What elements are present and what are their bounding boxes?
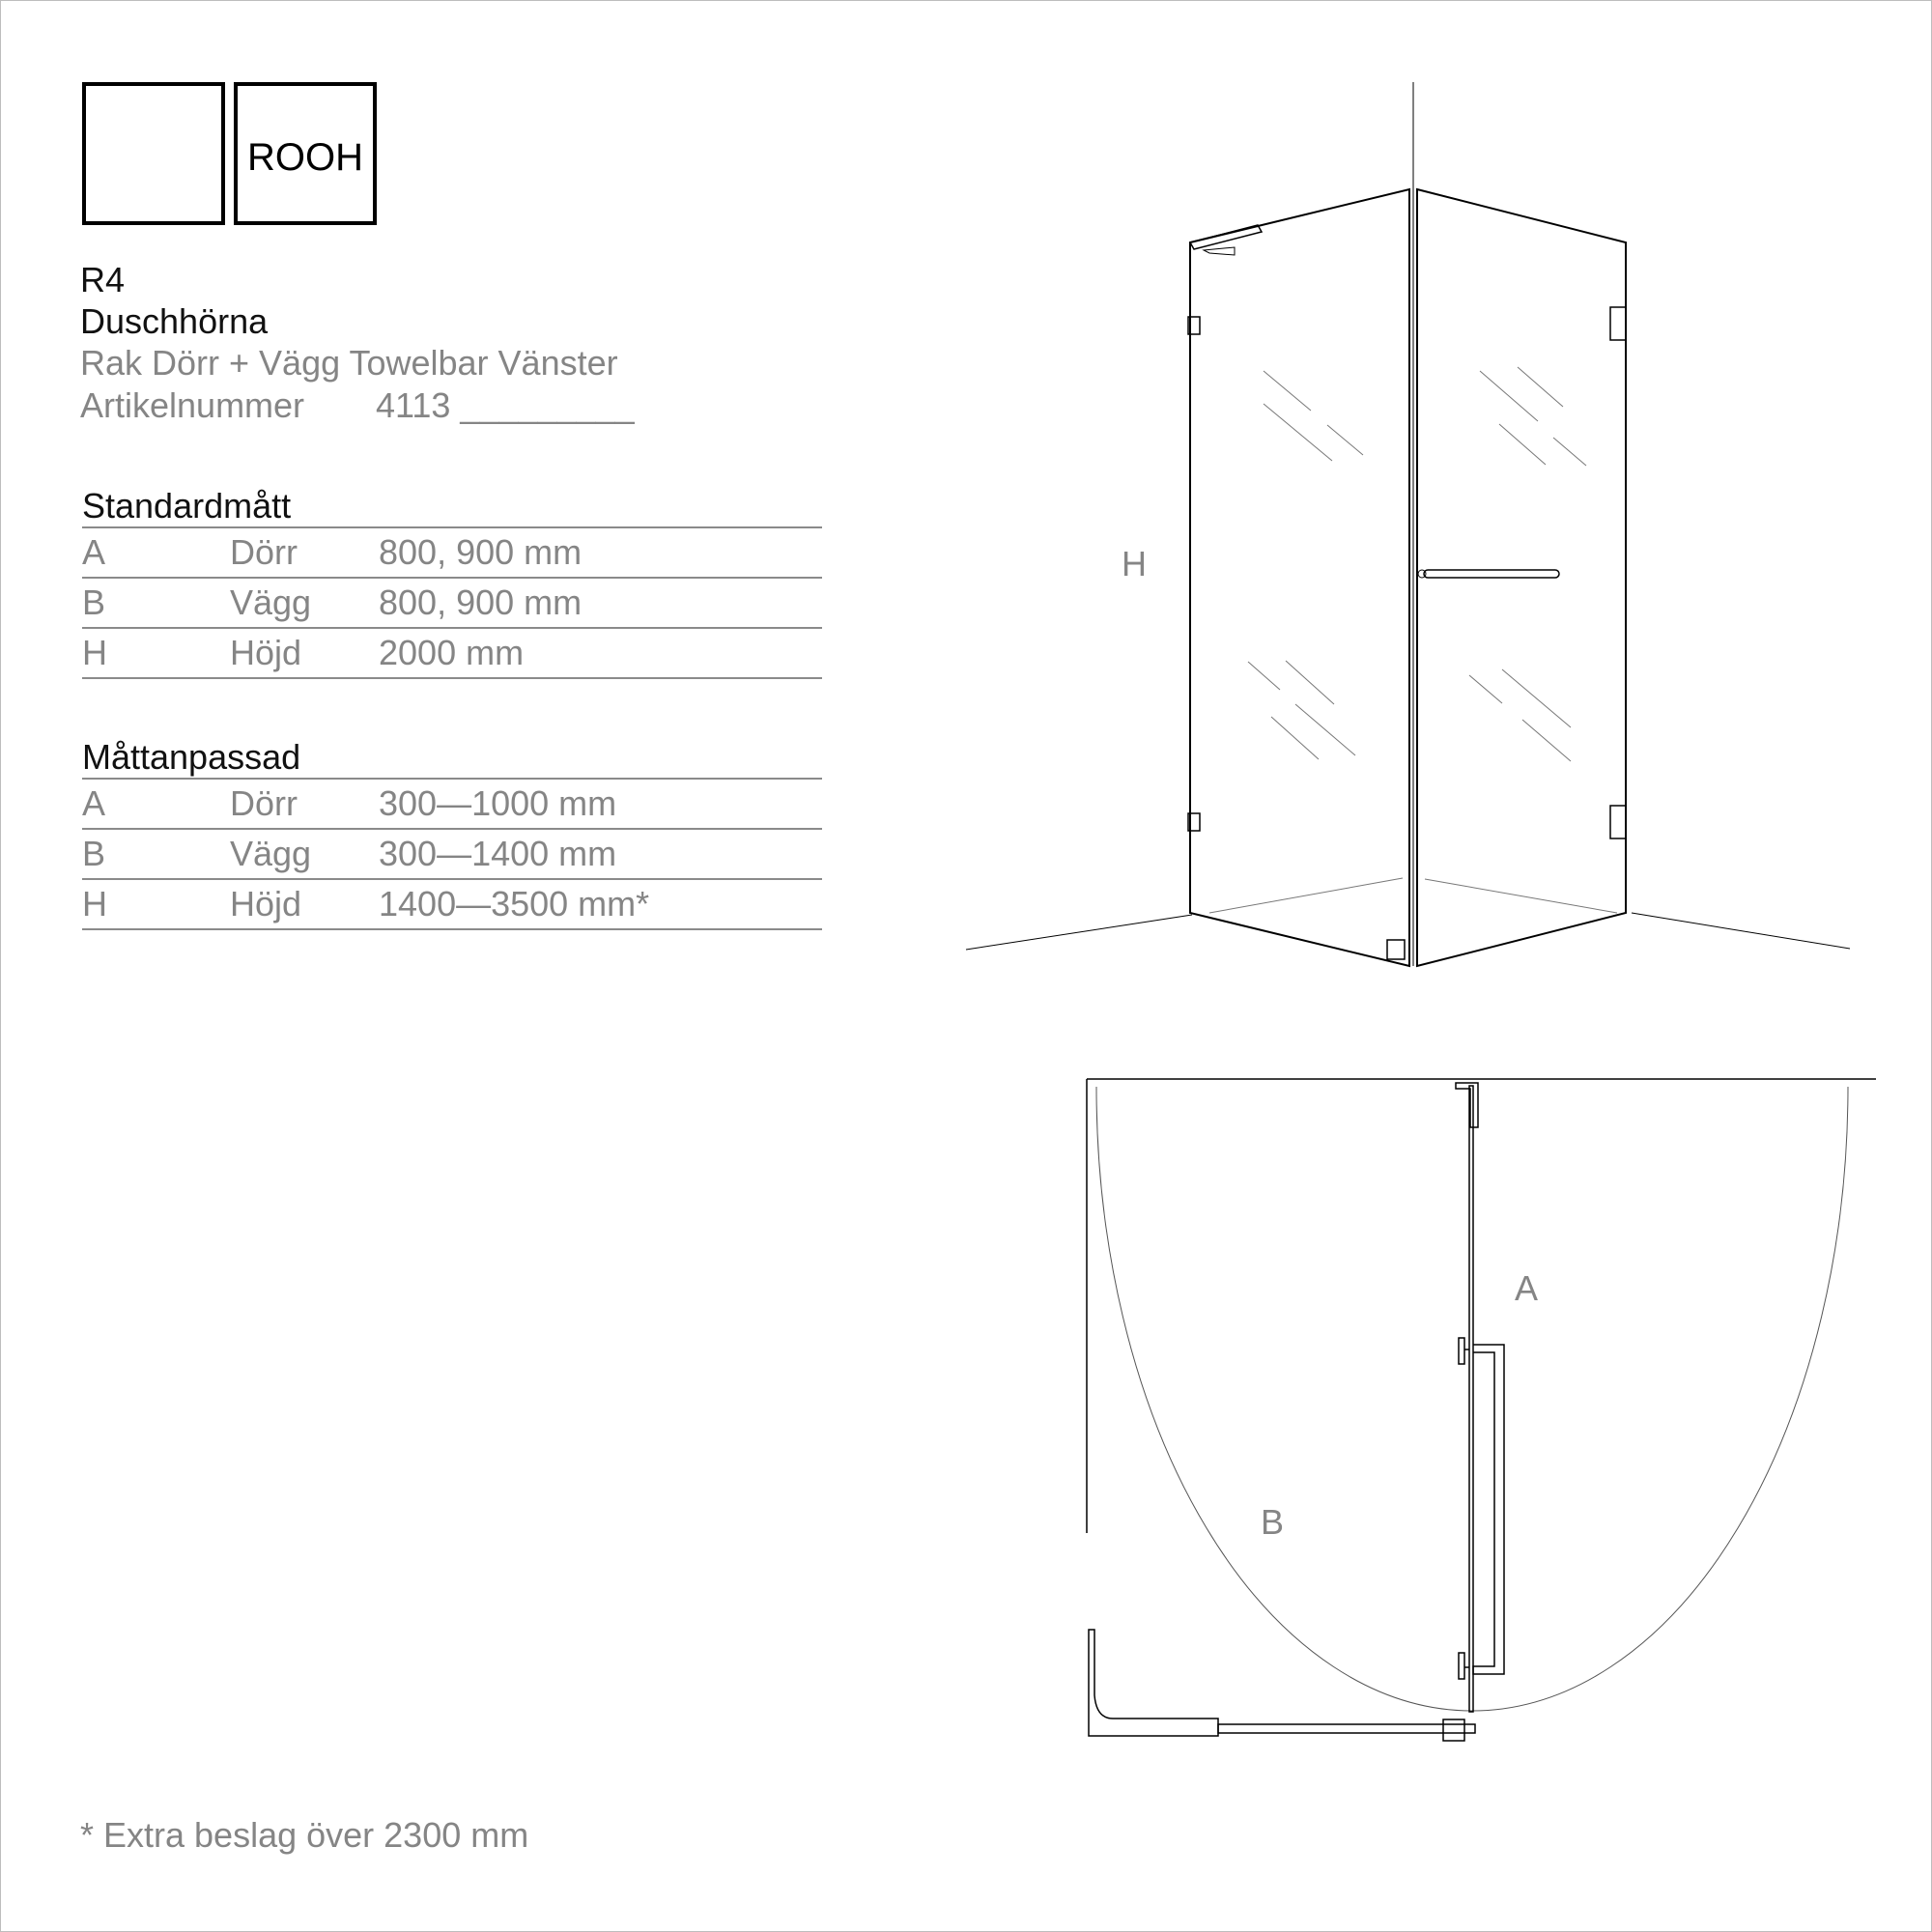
top-bracket [1188,224,1264,250]
product-category: Duschhörna [80,301,269,341]
row-code: A [82,783,106,823]
door-swing-arc [1095,1086,1849,1712]
hinge-icon [1187,812,1201,832]
row-value: 2000 mm [379,633,525,672]
wall-bracket [1455,1082,1479,1128]
hinge-icon [1609,306,1627,341]
product-model: R4 [80,260,126,299]
logo-brand: ROOH [247,136,363,179]
table-row: H Höjd 2000 mm [82,627,822,679]
row-name: Dörr [230,532,298,572]
row-code: B [82,582,106,622]
footnote: * Extra beslag över 2300 mm [80,1815,529,1855]
hinge-icon [1187,316,1201,335]
standard-table: Standardmått A Dörr 800, 900 mm B Vägg 800, … [82,486,822,679]
towel-bar-icon [1423,569,1560,579]
custom-table: Måttanpassad A Dörr 300—1000 mm B Vägg 300—1… [82,737,822,930]
row-name: Höjd [230,633,302,672]
glass-reflection [1247,366,1587,762]
row-name: Vägg [230,582,312,622]
article-line: Artikelnummer 4113 _________ [80,384,635,427]
row-value: 800, 900 mm [379,532,582,572]
floor-inner-right [1424,878,1618,914]
product-variant: Rak Dörr + Vägg Towelbar Vänster [80,343,618,383]
table-row: A Dörr 300—1000 mm [82,778,822,828]
article-label: Artikelnummer [80,385,305,425]
door-panel [1189,187,1410,968]
logo-box-left [82,82,225,225]
table-row: A Dörr 800, 900 mm [82,526,822,577]
row-code: H [82,884,107,923]
wall-label: B [1261,1502,1285,1542]
row-name: Höjd [230,884,302,923]
top-bracket-arm [1202,246,1236,256]
row-value: 1400—3500 mm* [379,884,650,923]
handle-knob [1458,1652,1465,1680]
floor-line-right [1631,912,1851,950]
custom-title: Måttanpassad [82,737,301,777]
floor-inner-left [1208,877,1404,914]
standard-title: Standardmått [82,486,292,526]
row-code: H [82,633,107,672]
wall-panel [1416,187,1627,968]
row-name: Vägg [230,834,312,873]
row-value: 800, 900 mm [379,582,582,622]
logo-box-right: ROOH [234,82,377,225]
table-row: B Vägg 800, 900 mm [82,577,822,627]
row-value: 300—1000 mm [379,783,617,823]
row-code: A [82,532,106,572]
row-code: B [82,834,106,873]
height-label: H [1122,544,1147,583]
table-row: B Vägg 300—1400 mm [82,828,822,878]
article-number: 4113 _________ [376,385,635,425]
floor-line-left [965,914,1193,951]
glass-clamp [1442,1719,1465,1742]
wall-profile [1088,1629,1219,1737]
row-value: 300—1400 mm [379,834,617,873]
towel-bar-mount [1417,569,1427,579]
table-row: H Höjd 1400—3500 mm* [82,878,822,930]
bottom-pivot [1386,939,1406,960]
door-glass [1468,1085,1474,1713]
door-label: A [1515,1268,1539,1308]
handle-knob [1458,1337,1465,1365]
row-name: Dörr [230,783,298,823]
handle-icon [1472,1344,1505,1675]
hinge-icon [1609,805,1627,839]
wall-glass [1217,1723,1476,1734]
